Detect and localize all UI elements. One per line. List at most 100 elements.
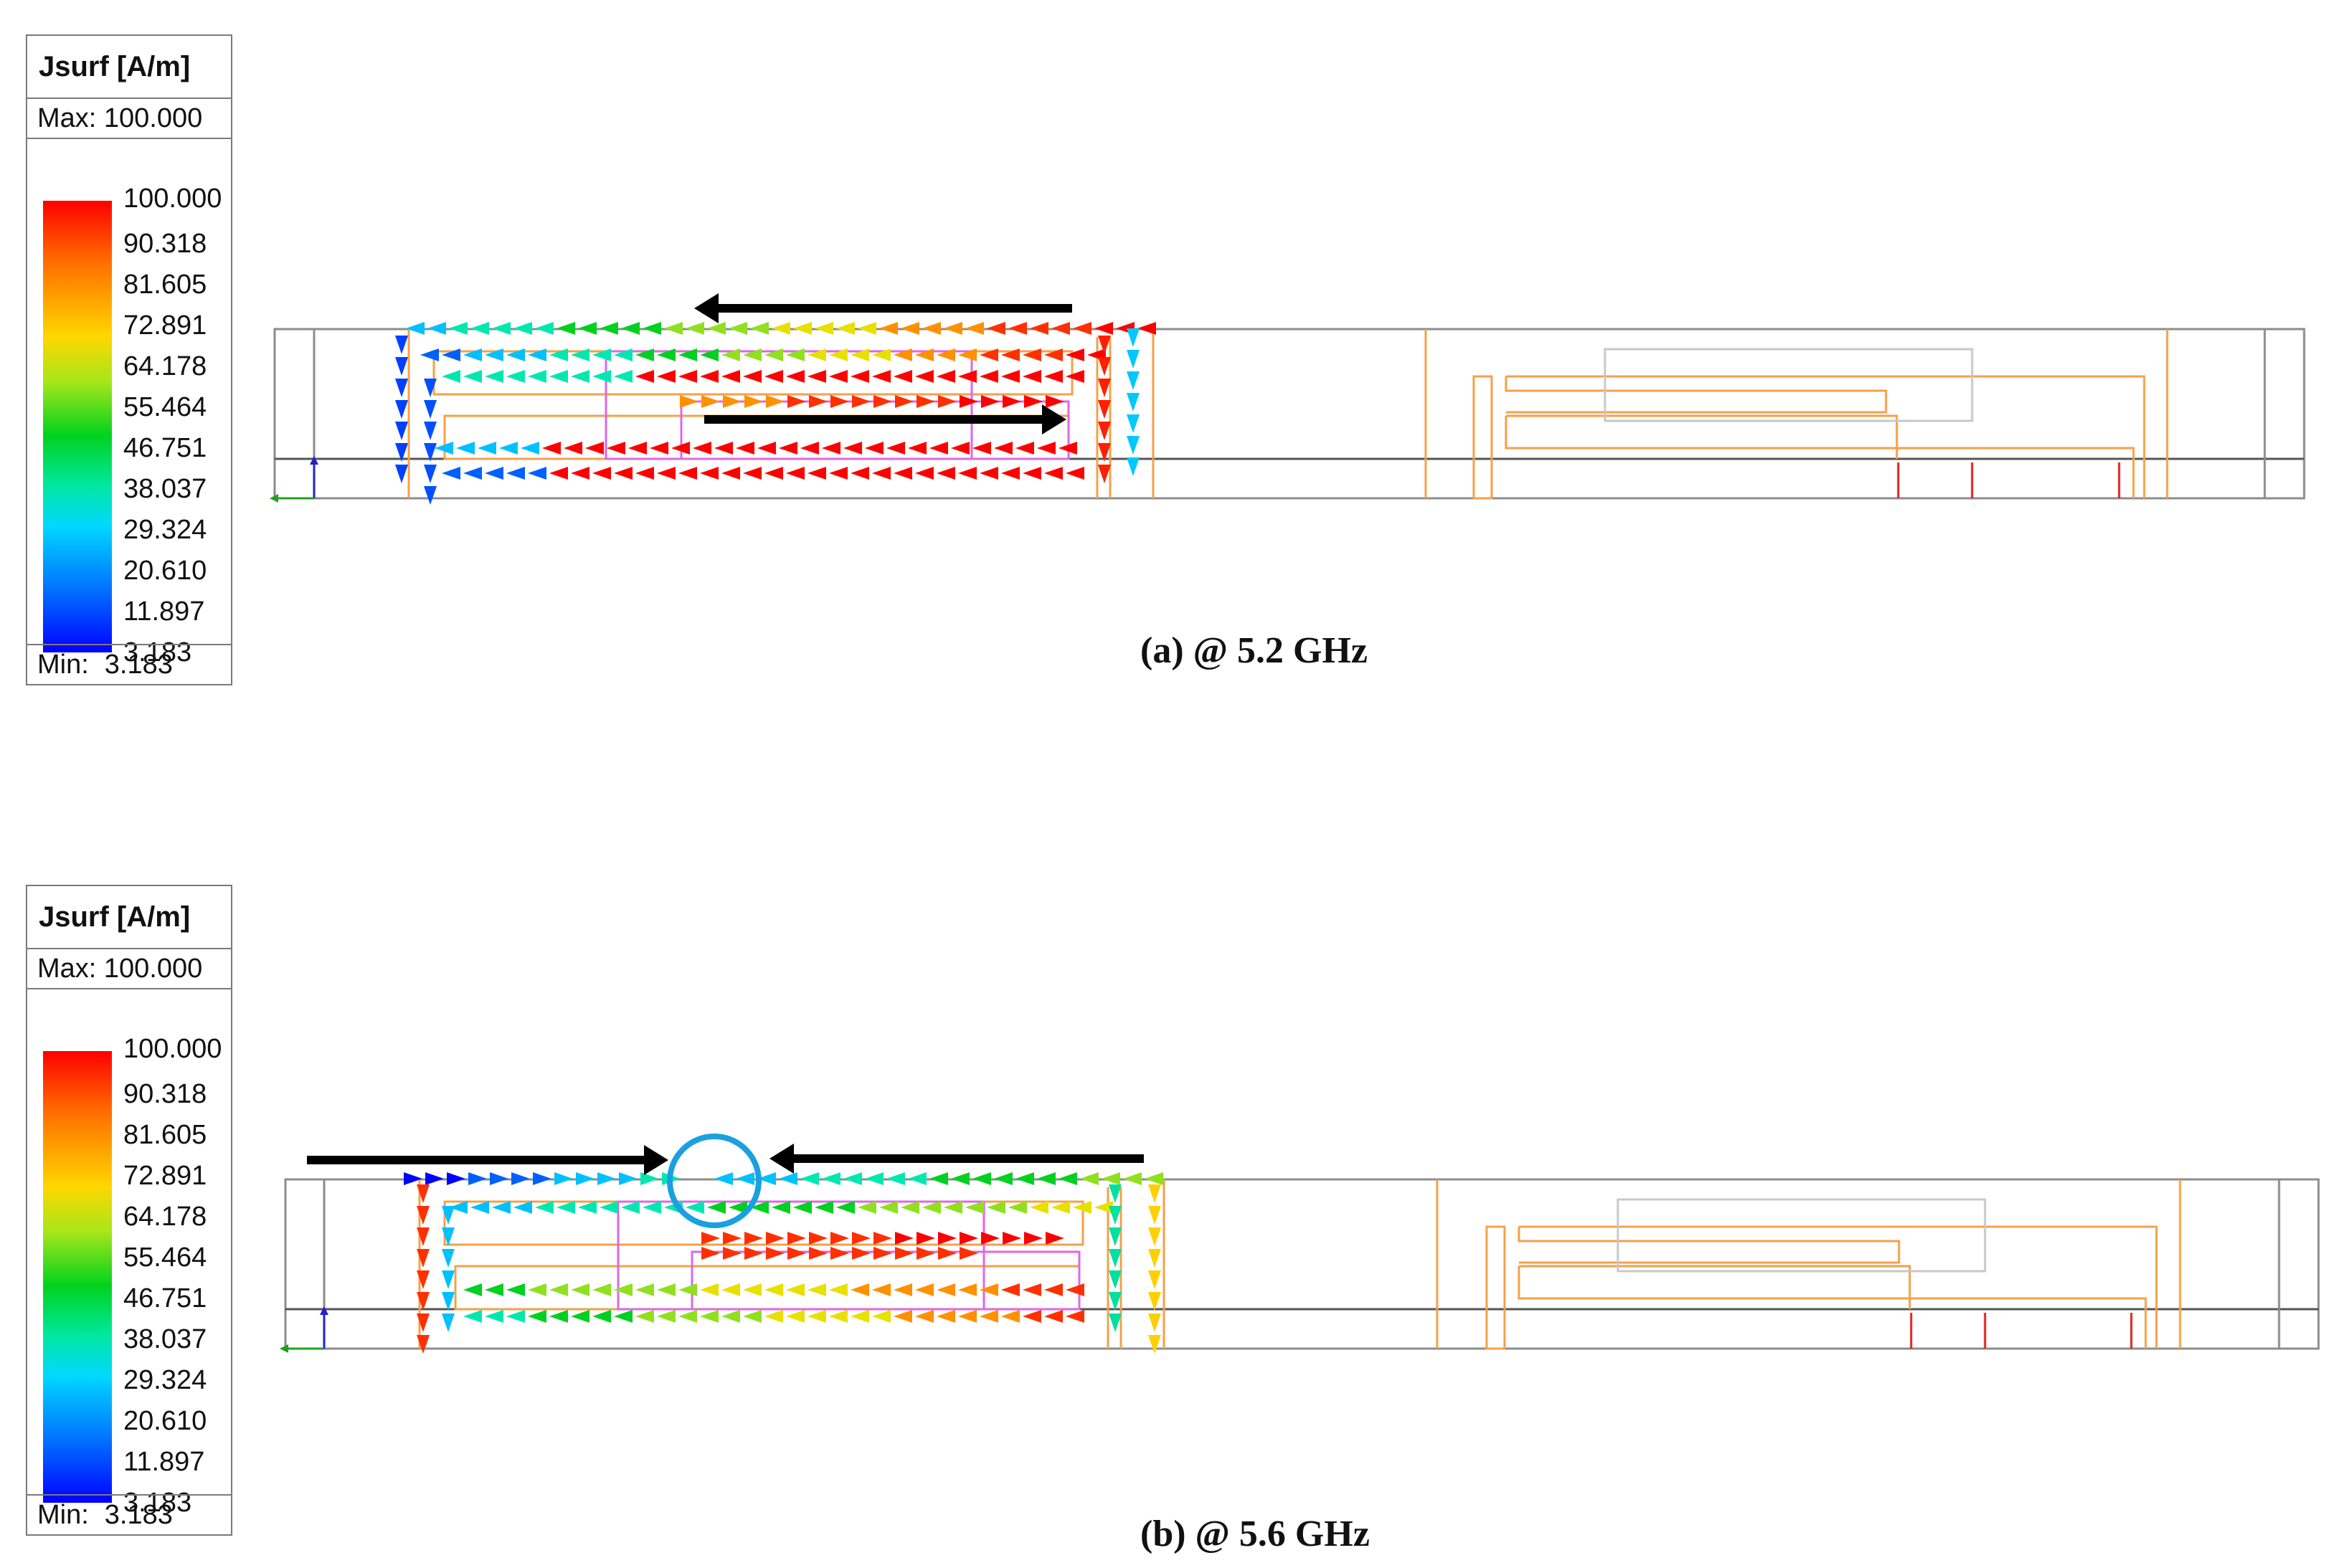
current-vector: [937, 370, 955, 383]
current-vector: [1127, 414, 1140, 433]
current-vector: [614, 348, 633, 361]
current-vector: [535, 1201, 554, 1214]
legend-tick: 3.183: [123, 637, 192, 667]
current-vector: [951, 1172, 970, 1185]
current-vector: [417, 1227, 430, 1246]
current-vector: [743, 348, 762, 361]
current-vector: [1127, 371, 1140, 390]
current-vector: [1037, 1172, 1056, 1185]
current-vector: [463, 1310, 482, 1323]
antenna-layout-b: [280, 1134, 2320, 1354]
current-vector: [592, 467, 611, 480]
current-vector: [1037, 442, 1056, 455]
legend-tick: 3.183: [123, 1488, 192, 1518]
current-vector: [535, 322, 554, 335]
current-vector: [1046, 395, 1064, 408]
current-vector: [635, 1283, 654, 1296]
current-vector: [917, 1247, 935, 1260]
current-vector: [723, 395, 742, 408]
current-vector: [895, 1232, 914, 1245]
current-vector: [592, 348, 611, 361]
current-vector: [851, 348, 869, 361]
current-vector: [779, 1172, 797, 1185]
current-vector: [937, 1283, 955, 1296]
current-vector-field: [404, 1172, 1163, 1354]
current-vector: [635, 348, 654, 361]
current-vector: [686, 322, 704, 335]
current-vector: [492, 1201, 511, 1214]
current-vector: [757, 1172, 776, 1185]
current-vector: [929, 442, 948, 455]
current-vector: [442, 1313, 455, 1332]
current-vector: [614, 370, 633, 383]
current-vector: [994, 1172, 1013, 1185]
current-vector: [470, 322, 489, 335]
legend-tick: 11.897: [123, 597, 205, 627]
current-vector: [528, 370, 546, 383]
current-vector: [879, 1201, 898, 1214]
legend-tick: 46.751: [123, 433, 207, 463]
current-direction-arrow: [769, 1144, 1144, 1174]
current-vector: [424, 465, 437, 483]
legend-tick: 55.464: [123, 392, 207, 422]
current-vector: [614, 467, 633, 480]
current-vector: [743, 370, 762, 383]
current-vector: [1098, 422, 1111, 440]
current-vector: [965, 1201, 984, 1214]
current-vector: [424, 400, 437, 419]
current-vector: [894, 348, 912, 361]
current-vector: [442, 348, 460, 361]
color-legend: Jsurf [A/m] Max: 100.000 100.000 90.318 …: [26, 34, 232, 685]
current-vector: [894, 1310, 912, 1323]
current-vector: [815, 322, 833, 335]
current-vector: [657, 1310, 676, 1323]
legend-tick: 20.610: [123, 556, 207, 586]
legend-title: Jsurf [A/m]: [27, 886, 231, 949]
current-vector: [937, 348, 955, 361]
current-vector: [1098, 379, 1111, 397]
legend-tick: 29.324: [123, 515, 207, 545]
current-vector: [764, 467, 783, 480]
current-vector: [1073, 322, 1091, 335]
legend-tick: 38.037: [123, 1324, 207, 1354]
current-vector: [938, 395, 957, 408]
current-vector: [743, 1310, 762, 1323]
current-vector: [404, 1172, 422, 1185]
current-vector: [485, 1310, 503, 1323]
current-vector: [1023, 1283, 1041, 1296]
legend-min: Min:3.183: [27, 644, 231, 684]
current-vector: [701, 395, 720, 408]
current-vector: [1148, 1227, 1161, 1246]
current-vector: [873, 1247, 892, 1260]
current-vector: [693, 442, 711, 455]
current-vector: [549, 1310, 568, 1323]
current-vector: [657, 1283, 676, 1296]
current-vector: [981, 395, 1000, 408]
current-vector: [958, 370, 977, 383]
current-vector: [597, 1172, 616, 1185]
current-vector: [1066, 348, 1084, 361]
current-vector: [506, 1310, 525, 1323]
current-vector: [1148, 1313, 1161, 1332]
current-vector: [757, 442, 776, 455]
current-vector: [764, 370, 783, 383]
current-vector: [944, 1201, 962, 1214]
current-vector: [449, 322, 468, 335]
current-vector: [556, 322, 575, 335]
current-vector: [435, 442, 453, 455]
current-vector: [894, 370, 912, 383]
current-vector: [521, 442, 539, 455]
current-vector: [1127, 350, 1140, 369]
current-vector: [643, 1201, 661, 1214]
current-vector: [807, 370, 826, 383]
current-vector: [1023, 1310, 1041, 1323]
current-vector: [549, 1283, 568, 1296]
current-vector: [894, 1283, 912, 1296]
current-vector: [640, 1172, 659, 1185]
current-vector: [701, 1247, 720, 1260]
current-vector: [764, 1283, 783, 1296]
current-vector: [972, 1172, 991, 1185]
current-vector: [807, 1283, 826, 1296]
current-vector: [836, 1201, 855, 1214]
current-vector: [852, 395, 871, 408]
